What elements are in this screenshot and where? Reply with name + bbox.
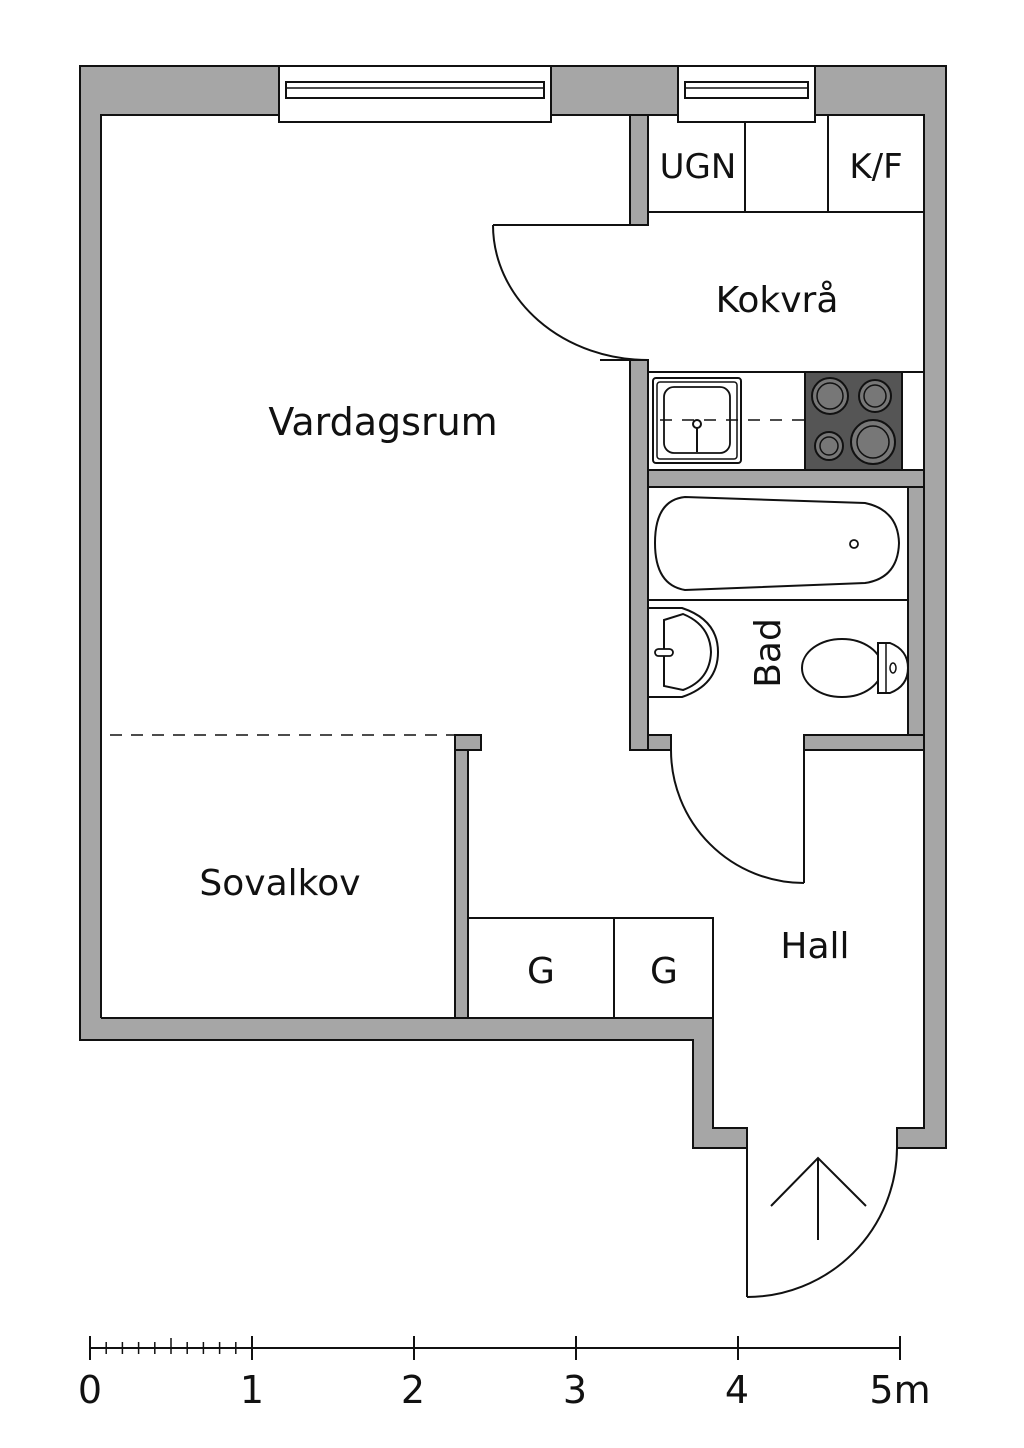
fridge-freezer-label: K/F [849, 147, 902, 187]
room-label-vardagsrum: Vardagsrum [268, 400, 497, 444]
scale-label-0: 0 [78, 1368, 102, 1412]
closets [468, 917, 714, 1018]
scale-label-5m: 5m [869, 1368, 930, 1412]
scale-label-1: 1 [240, 1368, 264, 1412]
room-label-kokvra: Kokvrå [716, 280, 839, 321]
room-label-hall: Hall [780, 926, 849, 967]
stove-icon [804, 371, 903, 471]
entrance-door[interactable] [746, 1147, 898, 1298]
room-label-bad: Bad [748, 618, 789, 688]
closet-label-2: G [650, 951, 678, 992]
scale-label-2: 2 [401, 1368, 425, 1412]
closet-label-1: G [527, 951, 555, 992]
interior-spaces [101, 115, 924, 1150]
washbasin-icon [648, 607, 720, 698]
room-label-sovalkov: Sovalkov [199, 863, 360, 904]
toilet-icon [801, 638, 910, 698]
scale-bar [89, 1336, 901, 1360]
scale-label-3: 3 [563, 1368, 587, 1412]
scale-label-4: 4 [725, 1368, 749, 1412]
window-living-room [278, 65, 552, 123]
kitchen-door[interactable] [492, 224, 649, 361]
bathtub-icon [653, 495, 901, 592]
bathroom-door[interactable] [670, 749, 805, 884]
window-kitchen [677, 65, 816, 123]
kitchen-cabinets-top [648, 115, 924, 213]
oven-label: UGN [660, 147, 737, 187]
entrance-arrow-icon [770, 1156, 867, 1240]
